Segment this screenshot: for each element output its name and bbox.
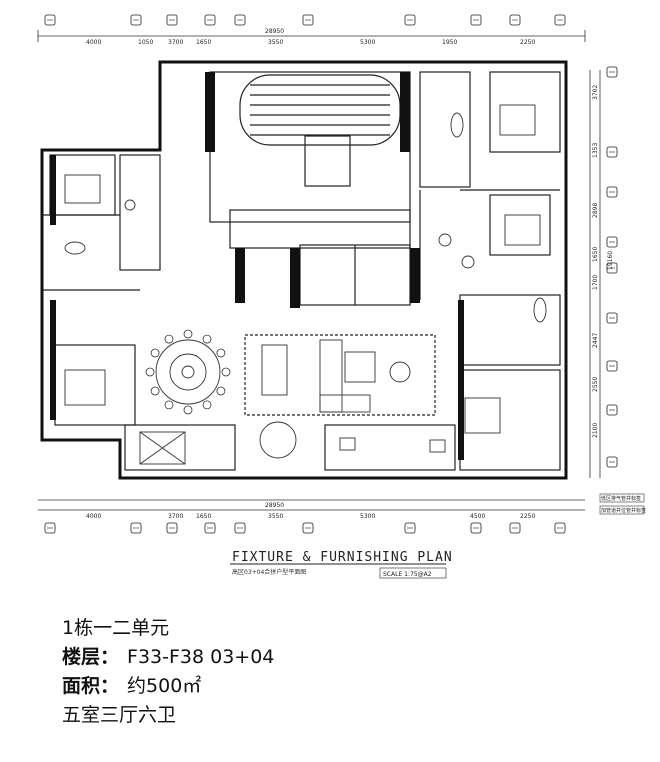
grid-bubble — [204, 522, 216, 534]
grid-bubble — [554, 522, 566, 534]
top-grid-bubbles — [44, 14, 566, 26]
grid-bubble — [470, 522, 482, 534]
dining-chair — [202, 400, 212, 410]
floor-plan: 4000 1050 3700 1650 3550 5300 1950 2250 28950 — [37, 14, 646, 579]
dimension-label: 4000 — [86, 39, 101, 46]
heavy-walls — [50, 72, 464, 460]
bottom-total-dimension: 28950 — [265, 502, 284, 509]
dimension-label: 3702 — [592, 85, 599, 100]
plan-subtitle: 高区03+04合拼户型平面图 — [232, 568, 306, 576]
dimension-label: 1353 — [592, 143, 599, 158]
interior-walls — [42, 71, 561, 471]
dining-chair — [183, 405, 193, 415]
dimension-label: 2898 — [592, 203, 599, 218]
grid-bubble — [166, 14, 178, 26]
legend-item-1: 低区排气管井标签 — [601, 495, 641, 502]
grid-bubble — [130, 522, 142, 534]
grid-bubble — [606, 66, 618, 78]
grid-bubble — [234, 522, 246, 534]
dining-chairs — [145, 329, 231, 415]
right-total-dimension: 19160 — [607, 251, 614, 270]
grid-bubble — [509, 522, 521, 534]
dining-chair — [145, 367, 155, 377]
room-layout: 五室三厅六卫 — [62, 704, 177, 726]
building-outline — [40, 60, 568, 480]
grid-bubble — [44, 14, 56, 26]
grid-bubble — [404, 14, 416, 26]
dimension-label: 3700 — [168, 39, 183, 46]
dimension-label: 2250 — [520, 39, 535, 46]
grid-bubble — [606, 360, 618, 372]
bottom-dimension-row: 4000 3700 1650 3550 5300 4500 2250 — [86, 513, 535, 520]
floor-row: 楼层： F33-F38 03+04 — [62, 643, 622, 672]
dimension-label: 1700 — [592, 275, 599, 290]
building-unit: 1栋一二单元 — [62, 617, 170, 639]
plan-scale: SCALE 1:75@A2 — [383, 571, 432, 578]
top-total-dimension: 28950 — [265, 28, 284, 35]
area-value: 约500㎡ — [127, 675, 202, 697]
area-label: 面积： — [62, 675, 120, 697]
legend-item-2: 加管道井位管井标签 — [601, 507, 646, 514]
dimension-label: 3550 — [268, 39, 283, 46]
grid-bubble — [554, 14, 566, 26]
floor-plan-drawing: 4000 1050 3700 1650 3550 5300 1950 2250 28950 — [37, 14, 646, 579]
dimension-label: 1050 — [138, 39, 153, 46]
dining-chair — [216, 386, 226, 396]
top-grid-markers — [37, 30, 586, 42]
grid-bubble — [606, 236, 618, 248]
plan-title: FIXTURE & FURNISHING PLAN — [232, 550, 453, 565]
dining-chair — [202, 334, 212, 344]
grid-bubble — [130, 14, 142, 26]
bottom-grid-bubbles — [44, 522, 566, 534]
grid-bubble — [470, 14, 482, 26]
dimension-label: 2250 — [520, 513, 535, 520]
area-row: 面积： 约500㎡ — [62, 672, 622, 701]
dimension-label: 2100 — [592, 423, 599, 438]
dining-chair — [183, 329, 193, 339]
right-grid-bubbles — [606, 66, 618, 468]
grid-bubble — [404, 522, 416, 534]
grid-bubble — [606, 312, 618, 324]
floor-label: 楼层： — [62, 646, 120, 668]
grid-bubble — [606, 146, 618, 158]
grid-bubble — [606, 262, 618, 274]
dimension-label: 2447 — [592, 333, 599, 348]
dimension-label: 1650 — [196, 513, 211, 520]
legend: 低区排气管井标签 加管道井位管井标签 — [599, 493, 646, 515]
dimension-label: 2550 — [592, 377, 599, 392]
dimension-label: 1950 — [442, 39, 457, 46]
grid-bubble — [606, 404, 618, 416]
grid-bubble — [302, 14, 314, 26]
unit-info: 1栋一二单元 楼层： F33-F38 03+04 面积： 约500㎡ 五室三厅六卫 — [62, 614, 622, 730]
grid-bubble — [606, 186, 618, 198]
dining-chair — [221, 367, 231, 377]
dimension-label: 3550 — [268, 513, 283, 520]
title-block: FIXTURE & FURNISHING PLAN 高区03+04合拼户型平面图… — [230, 550, 453, 579]
dining-chair — [216, 348, 226, 358]
dimension-label: 3700 — [168, 513, 183, 520]
right-dimension-column: 3702 1353 2898 1650 1700 2447 2550 2100 — [592, 85, 599, 438]
dimension-label: 1650 — [196, 39, 211, 46]
dining-chair — [164, 334, 174, 344]
dining-chair — [150, 348, 160, 358]
grid-bubble — [204, 14, 216, 26]
dimension-label: 1650 — [592, 247, 599, 262]
top-dimension-row: 4000 1050 3700 1650 3550 5300 1950 2250 — [86, 39, 535, 46]
grid-bubble — [234, 14, 246, 26]
grid-bubble — [509, 14, 521, 26]
dimension-label: 4500 — [470, 513, 485, 520]
dining-chair — [164, 400, 174, 410]
bottom-dimension-line — [38, 499, 585, 511]
floor-value: F33-F38 03+04 — [127, 646, 275, 668]
grid-bubble — [302, 522, 314, 534]
dining-chair — [150, 386, 160, 396]
grid-bubble — [44, 522, 56, 534]
grid-bubble — [166, 522, 178, 534]
furniture — [64, 104, 547, 465]
dimension-label: 5300 — [360, 39, 375, 46]
right-dimension-line — [589, 70, 601, 478]
dimension-label: 5300 — [360, 513, 375, 520]
grid-bubble — [606, 456, 618, 468]
dimension-label: 4000 — [86, 513, 101, 520]
